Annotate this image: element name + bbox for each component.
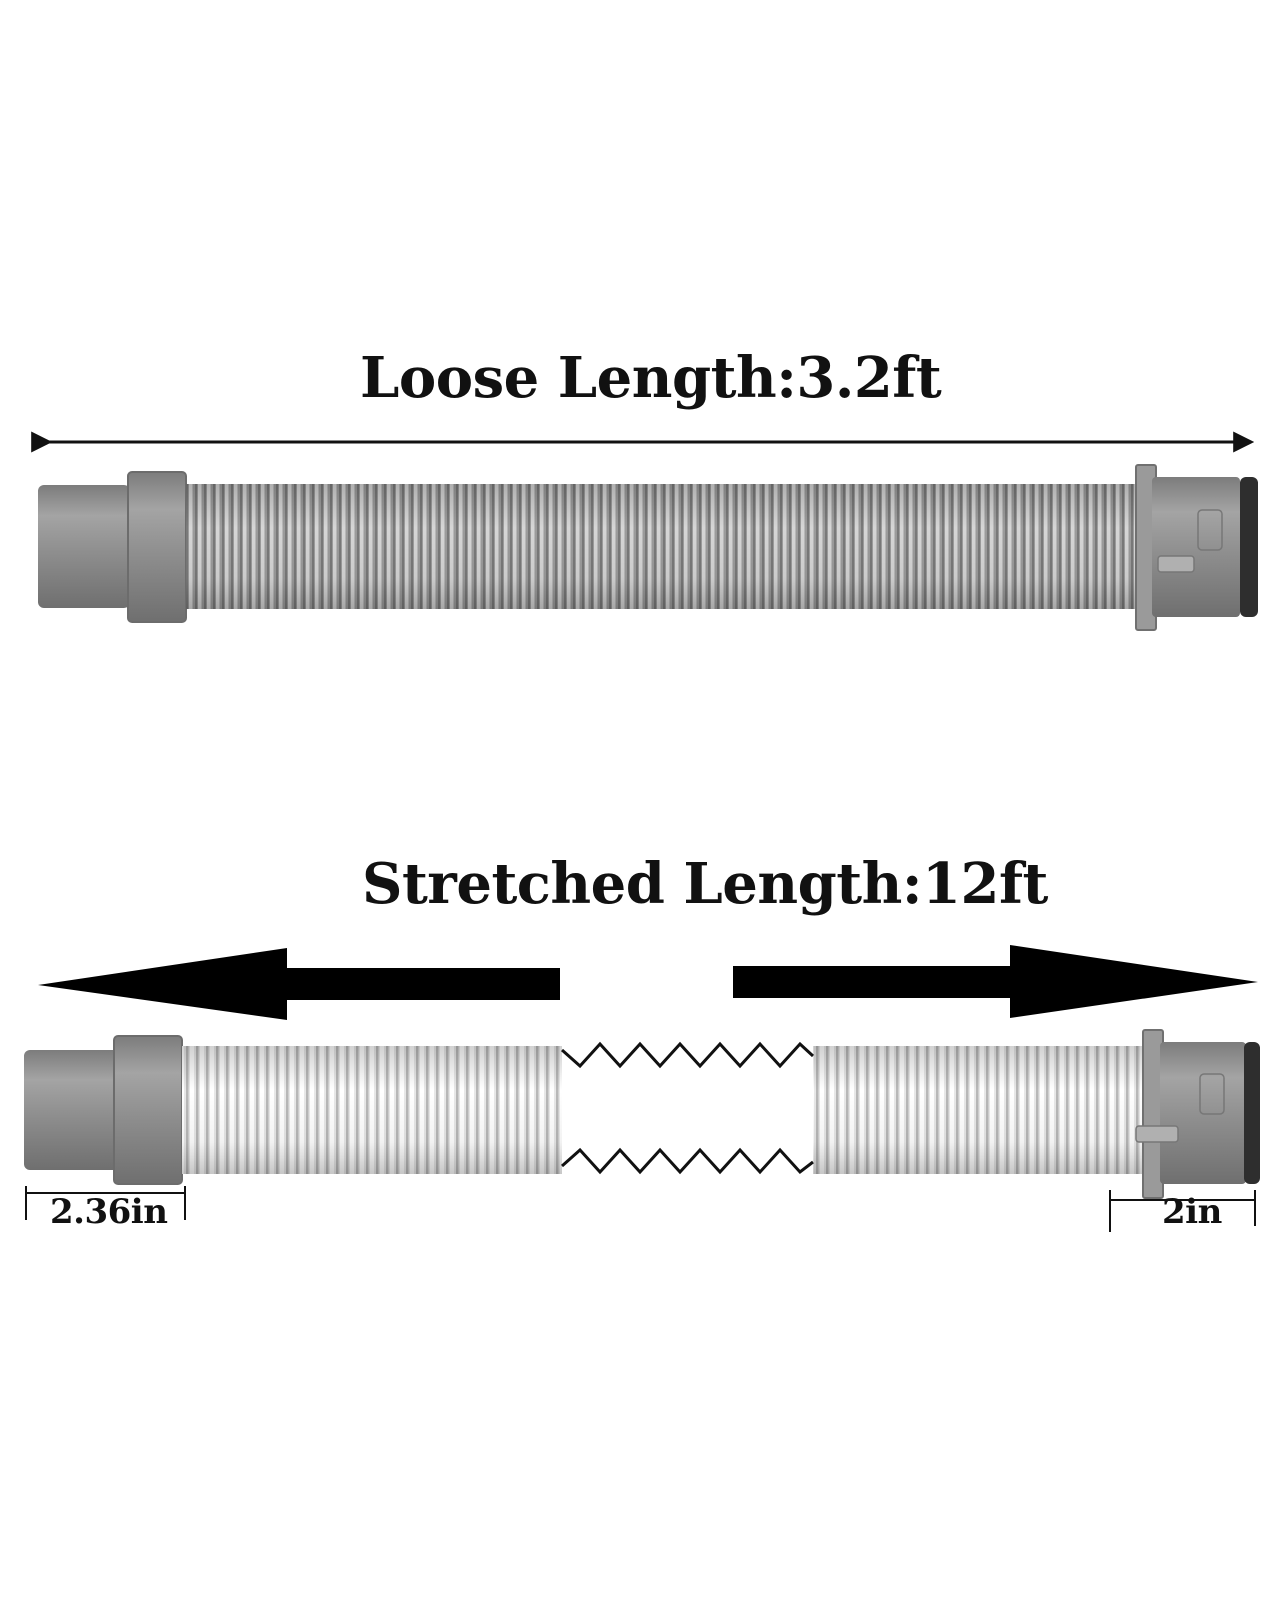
stretched-hose-left-cuff [24, 1050, 124, 1170]
stretched-length-label: Stretched Length:12ft [362, 851, 1048, 917]
left-diameter-label: 2.36in [50, 1192, 168, 1232]
stretched-hose-right-flange [1142, 1029, 1164, 1199]
stretch-arrow-left [38, 948, 560, 1020]
stretched-hose [24, 1029, 1260, 1199]
break-zigzag-bottom [561, 1147, 814, 1175]
loose-length-label: Loose Length:3.2ft [360, 345, 942, 411]
right-diameter-label: 2in [1162, 1192, 1222, 1232]
break-zigzag-top [561, 1041, 815, 1069]
loose-hose-right-connector [1152, 477, 1240, 617]
loose-hose [38, 464, 1258, 631]
loose-hose-coupler [128, 472, 186, 622]
loose-hose-right-flange [1135, 464, 1157, 631]
loose-hose-right-seal [1240, 477, 1258, 617]
stretched-hose-right-body [813, 1046, 1143, 1174]
stretched-hose-coupler [114, 1036, 182, 1184]
loose-hose-body [186, 484, 1136, 609]
loose-hose-left-cuff [38, 485, 130, 608]
stretch-arrow-right [733, 945, 1258, 1018]
stretched-hose-left-body [182, 1046, 562, 1174]
stretched-hose-right-connector [1160, 1042, 1246, 1184]
stretched-hose-right-seal [1244, 1042, 1260, 1184]
